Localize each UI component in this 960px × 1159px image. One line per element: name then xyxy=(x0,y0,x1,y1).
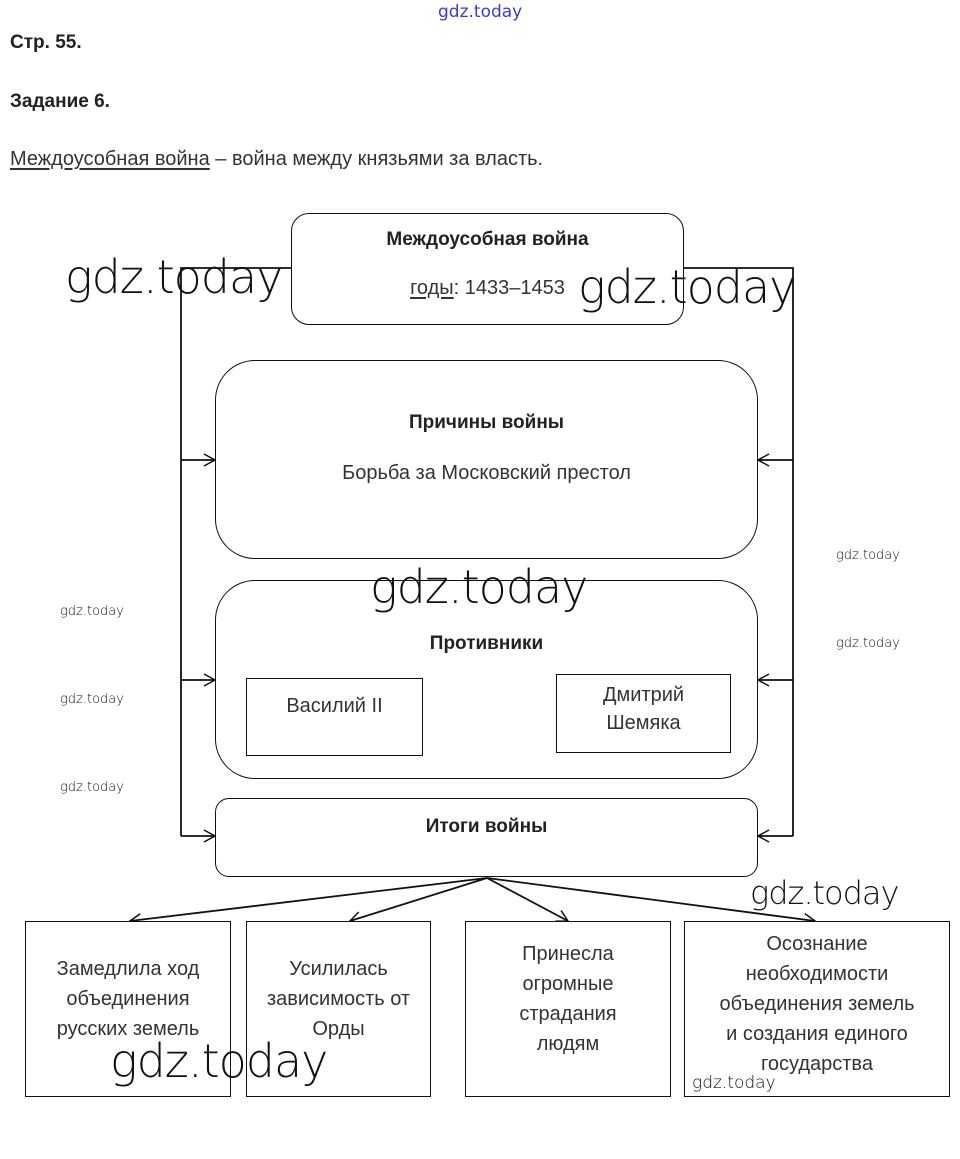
definition-text: – война между князьями за власть. xyxy=(209,148,544,170)
result-item: Осознание необходимости объединения земе… xyxy=(684,921,950,1097)
years-label: годы xyxy=(410,277,454,299)
results-box: Итоги войны xyxy=(215,798,758,877)
war-title-box: Междоусобная война годы: 1433–1453 xyxy=(291,213,684,325)
opponents-title: Противники xyxy=(429,633,544,654)
years-value: : 1433–1453 xyxy=(453,277,565,299)
watermark-top: gdz.today xyxy=(438,2,523,22)
opponent-vasily: Василий II xyxy=(246,678,423,756)
right-connector xyxy=(684,267,794,836)
result-item: Усилилась зависимость от Орды xyxy=(246,921,431,1097)
definition: Междоусобная война – война между князьям… xyxy=(10,148,543,171)
war-years: годы: 1433–1453 xyxy=(292,277,683,300)
result-item: Принесла огромные страдания людям xyxy=(465,921,671,1097)
page-number: Стр. 55. xyxy=(10,32,82,53)
left-connector xyxy=(180,267,291,836)
causes-title: Причины войны xyxy=(408,412,565,433)
results-title: Итоги войны xyxy=(425,816,548,837)
opponent-dmitry: Дмитрий Шемяка xyxy=(556,674,731,753)
task-title: Задание 6. xyxy=(10,91,110,112)
causes-text: Борьба за Московский престол xyxy=(342,462,631,484)
result-item: Замедлила ход объединения русских земель xyxy=(25,921,231,1097)
causes-box: Причины войны Борьба за Московский прест… xyxy=(215,360,758,559)
definition-term: Междоусобная война xyxy=(10,148,210,170)
war-title: Междоусобная война xyxy=(386,229,589,250)
